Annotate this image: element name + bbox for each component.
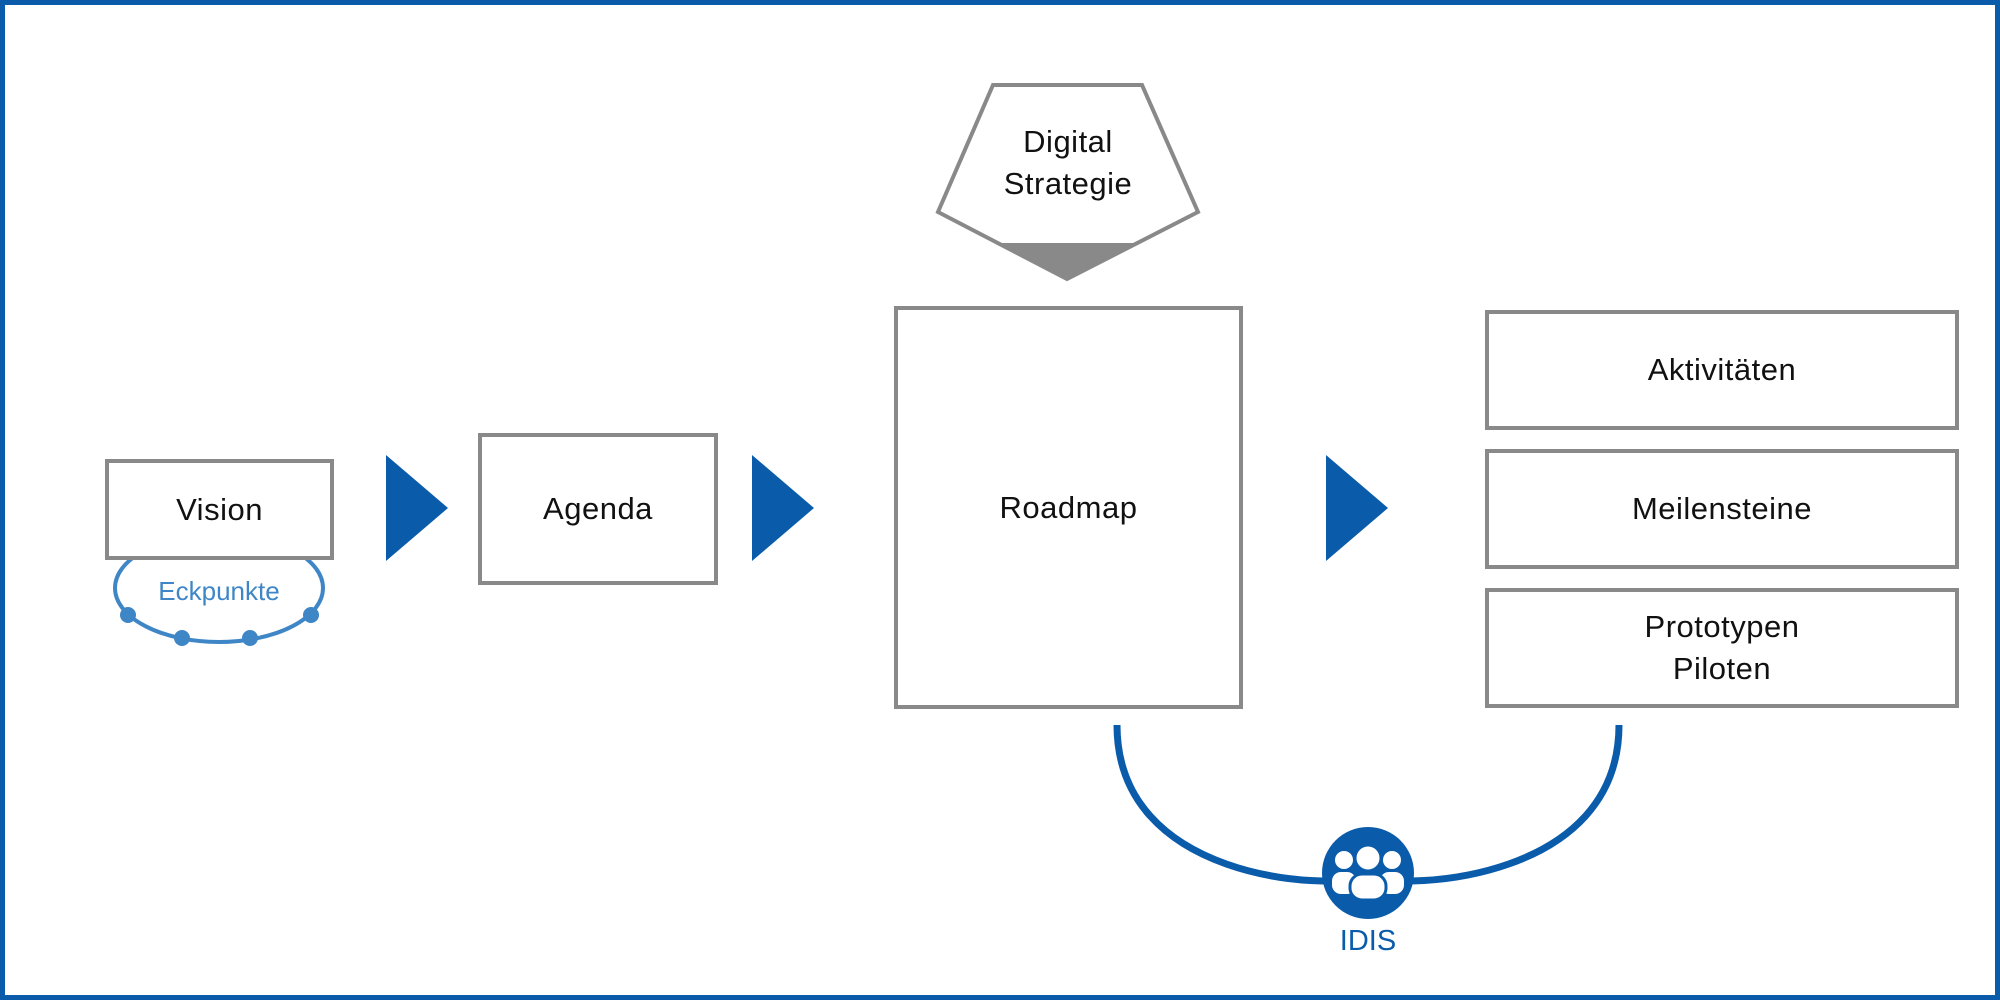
output-label-aktivitaeten: Aktivitäten bbox=[1647, 352, 1797, 388]
output-label-meilensteine: Meilensteine bbox=[1631, 491, 1813, 527]
output-box-meilensteine: Meilensteine bbox=[1485, 449, 1959, 569]
output-box-aktivitaeten: Aktivitäten bbox=[1485, 310, 1959, 430]
eckpunkte-dot-4 bbox=[303, 607, 319, 623]
people-group-icon bbox=[1332, 843, 1404, 902]
arrow-agenda-to-roadmap bbox=[752, 455, 814, 561]
vision-label: Vision bbox=[176, 491, 263, 527]
roadmap-box: Roadmap bbox=[894, 306, 1243, 709]
strategy-shape bbox=[935, 83, 1201, 282]
arrow-roadmap-to-outputs bbox=[1326, 455, 1388, 561]
agenda-label: Agenda bbox=[543, 491, 653, 527]
strategy-shape-tip bbox=[1000, 243, 1135, 279]
output-label-prototypen: Prototypen Piloten bbox=[1644, 609, 1800, 686]
agenda-box: Agenda bbox=[478, 433, 718, 585]
arrow-vision-to-agenda bbox=[386, 455, 448, 561]
eckpunkte-dot-1 bbox=[120, 607, 136, 623]
idis-label: IDIS bbox=[1339, 925, 1397, 957]
vision-box: Vision bbox=[105, 459, 334, 560]
output-box-prototypen: Prototypen Piloten bbox=[1485, 588, 1959, 708]
eckpunkte-dot-2 bbox=[174, 630, 190, 646]
roadmap-label: Roadmap bbox=[999, 489, 1138, 525]
diagram-graphics bbox=[113, 83, 1623, 919]
strategy-label: Digital Strategie bbox=[1003, 124, 1133, 201]
eckpunkte-dot-3 bbox=[242, 630, 258, 646]
eckpunkte-label: Eckpunkte bbox=[158, 576, 280, 606]
